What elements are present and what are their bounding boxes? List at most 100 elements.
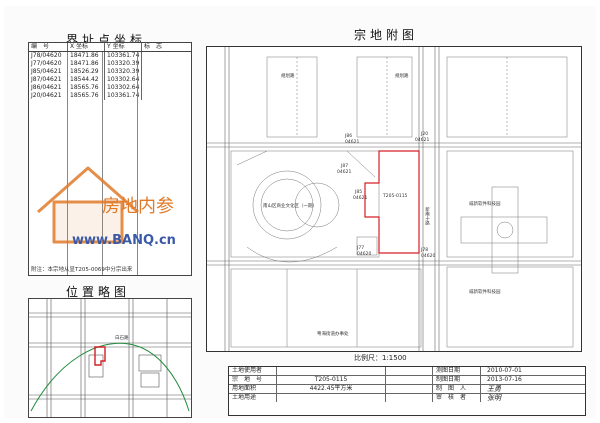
row-x: 18565.76	[68, 92, 105, 100]
header-x: X 坐标	[68, 43, 105, 51]
info-label-drafter: 制 图 人	[433, 385, 481, 393]
location-map-graphic: 白石路	[29, 299, 191, 417]
info-value-user	[277, 367, 386, 375]
info-spacer	[386, 394, 433, 402]
info-value-drafter-signature: 王勇	[487, 385, 501, 393]
table-row: J20/04621 18565.76 103361.74	[29, 92, 191, 100]
info-value-parcel-no: T205-0115	[277, 376, 386, 384]
info-spacer	[386, 367, 433, 375]
row-mark	[142, 92, 191, 100]
row-y: 103361.74	[105, 92, 142, 100]
table-row: J87/04621 18544.42 103302.64	[29, 76, 191, 84]
info-value-survey-date: 2010-07-01	[487, 367, 522, 374]
table-row: 用地面积 4422.45平方米 制 图 人 王勇	[229, 385, 585, 394]
info-value-area: 4422.45平方米	[277, 385, 386, 393]
table-row: J78/04620 18471.86 103361.74	[29, 52, 191, 60]
house-roof-icon	[37, 166, 139, 214]
table-row: 土地用途 审 核 者 张明	[229, 394, 585, 402]
header-id: 编 号	[29, 43, 68, 51]
main-map-title: 宗地附图	[354, 28, 419, 42]
info-label-user: 土地使用者	[229, 367, 277, 375]
row-x: 18471.86	[68, 52, 105, 60]
location-map: 白石路	[28, 298, 192, 418]
info-label-reviewer: 审 核 者	[433, 394, 481, 402]
info-spacer	[386, 385, 433, 393]
row-mark	[142, 76, 191, 84]
row-x: 18526.29	[68, 68, 105, 76]
row-x: 18565.76	[68, 84, 105, 92]
label-right-complex-bottom: 威新软件科技园	[469, 288, 501, 295]
row-y: 103302.64	[105, 84, 142, 92]
row-mark	[142, 60, 191, 68]
route-curve	[30, 342, 190, 412]
info-value-reviewer-signature: 张明	[487, 394, 501, 402]
label-j86-sub: 04621	[345, 139, 359, 145]
info-value-use	[277, 394, 386, 402]
label-j87: J87	[340, 163, 348, 169]
label-right-complex-top: 威新软件科技园	[469, 200, 501, 207]
label-bottom-office: 粤海街道办事处	[317, 330, 349, 337]
coord-table: 编 号 X 坐标 Y 坐标 标 志 J78/04620 18471.86 103…	[28, 42, 192, 276]
label-j20: J20	[420, 131, 428, 137]
info-label-draw-date: 制图日期	[433, 376, 481, 384]
info-label-area: 用地面积	[229, 385, 277, 393]
row-id: J87/04621	[29, 76, 68, 84]
row-id: J77/04620	[29, 60, 68, 68]
table-row: J85/04621 18526.29 103320.39	[29, 68, 191, 76]
info-spacer	[386, 376, 433, 384]
watermark-brand: 房地内参	[102, 196, 174, 217]
label-j77-sub: 04620	[357, 251, 371, 257]
label-j85: J85	[354, 189, 362, 195]
label-road-right: 新南十路	[425, 206, 430, 227]
coord-table-header: 编 号 X 坐标 Y 坐标 标 志	[29, 43, 191, 52]
scale-label: 比例尺：1:1500	[354, 354, 407, 362]
parcel-info-table: 土地使用者 测图日期 2010-07-01 宗 地 号 T205-0115 制图…	[228, 366, 586, 416]
table-row: J86/04621 18565.76 103302.64	[29, 84, 191, 92]
label-j78: J78	[420, 247, 428, 253]
row-id: J78/04620	[29, 52, 68, 60]
label-j78-sub: 04620	[421, 253, 435, 259]
header-mark: 标 志	[144, 43, 163, 50]
label-j77: J77	[356, 245, 364, 251]
table-row: 土地使用者 测图日期 2010-07-01	[229, 367, 585, 376]
info-label-use: 土地用途	[229, 394, 277, 402]
info-label-parcel-no: 宗 地 号	[229, 376, 277, 384]
label-small-1: 规划路	[281, 72, 295, 79]
row-y: 103320.39	[105, 68, 142, 76]
row-x: 18544.42	[68, 76, 105, 84]
row-y: 103302.64	[105, 76, 142, 84]
label-j20-sub: 04621	[415, 137, 429, 143]
parcel-inner-label: T205-0115	[382, 193, 408, 199]
coord-table-note: 附注：本宗地从显T205-0069中分宗出来	[31, 267, 133, 273]
row-y: 103361.74	[105, 52, 142, 60]
label-j87-sub: 04621	[337, 169, 351, 175]
location-road-label: 白石路	[115, 334, 129, 341]
label-left-complex: 南山区商业文化区（一期）	[263, 202, 317, 209]
target-parcel	[364, 150, 420, 254]
parcel-marker	[94, 346, 106, 366]
info-value-draw-date: 2013-07-16	[487, 376, 522, 383]
row-y: 103320.39	[105, 60, 142, 68]
row-mark	[142, 84, 191, 92]
land-parcel-sheet: 界址点坐标 编 号 X 坐标 Y 坐标 标 志 J78/04620 18471.…	[4, 6, 596, 418]
row-id: J20/04621	[29, 92, 68, 100]
header-y: Y 坐标	[105, 43, 142, 51]
info-label-survey-date: 测图日期	[433, 367, 481, 375]
row-id: J85/04621	[29, 68, 68, 76]
row-mark	[142, 68, 191, 76]
watermark-logo: 房地内参 www.BANQ.cn	[37, 166, 176, 248]
parcel-map-graphic: T205-0115 J86 04621 J20 04621 J87 04621 …	[207, 47, 581, 351]
label-j85-sub: 04621	[353, 195, 367, 201]
house-body-icon	[52, 200, 124, 244]
coord-table-body: J78/04620 18471.86 103361.74 J77/04620 1…	[29, 52, 191, 275]
label-j86: J86	[344, 133, 352, 139]
table-row: 宗 地 号 T205-0115 制图日期 2013-07-16	[229, 376, 585, 385]
column-rule	[137, 52, 138, 275]
table-row: J77/04620 18471.86 103320.39	[29, 60, 191, 68]
row-x: 18471.86	[68, 60, 105, 68]
row-mark	[142, 52, 191, 60]
parcel-map: T205-0115 J86 04621 J20 04621 J87 04621 …	[206, 46, 582, 352]
column-rule	[102, 52, 103, 275]
label-small-2: 规划路	[395, 72, 409, 79]
row-id: J86/04621	[29, 84, 68, 92]
